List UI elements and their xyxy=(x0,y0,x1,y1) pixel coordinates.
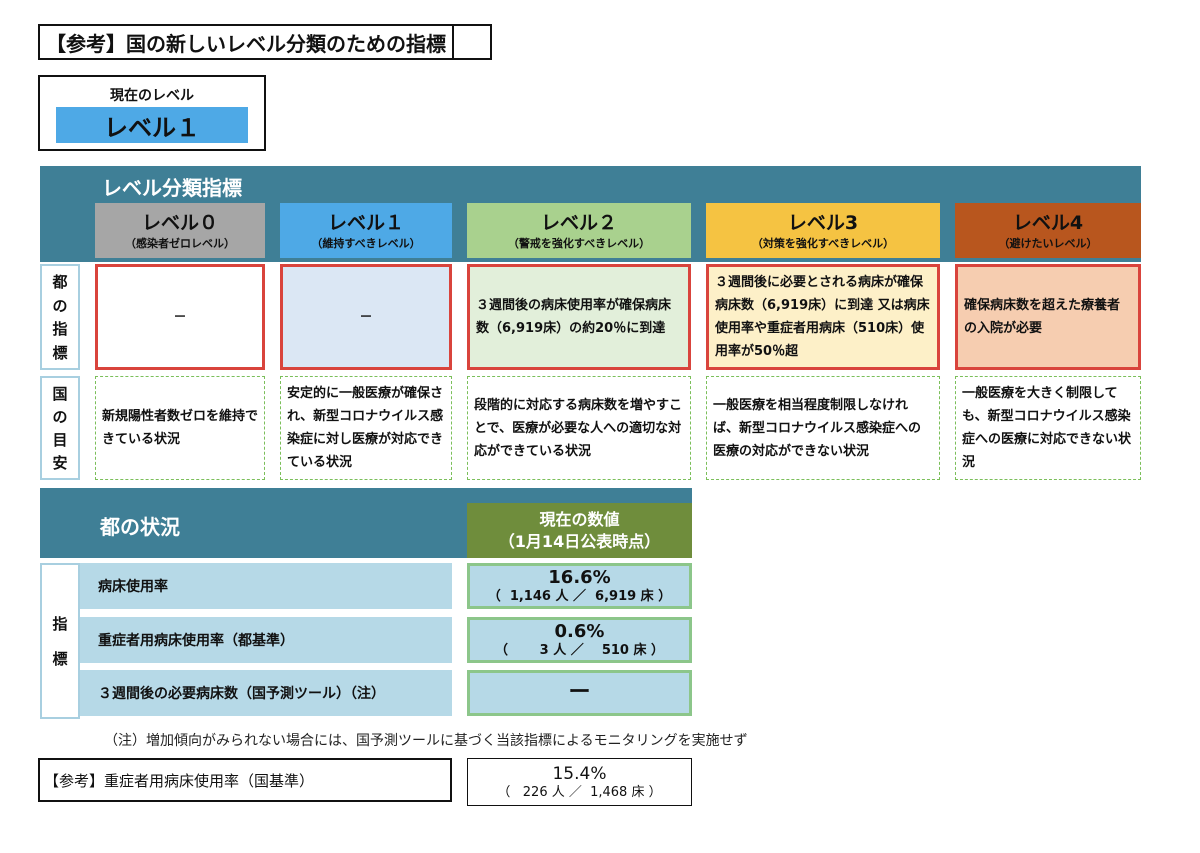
status-detail: （ 1,146 人 ／ 6,919 床 ） xyxy=(487,589,672,604)
status-value-cell-2: ー xyxy=(467,670,692,716)
current-value-header-line2: （1月14日公表時点） xyxy=(498,531,661,551)
status-value-cell-0: 16.6% （ 1,146 人 ／ 6,919 床 ） xyxy=(467,563,692,609)
current-level-value: レベル１ xyxy=(56,107,248,143)
status-row-label-2: ３週間後の必要病床数（国予測ツール）（注） xyxy=(40,670,452,716)
metro-label-char: 都 xyxy=(52,273,68,292)
national-guideline-text: 一般医療を相当程度制限しなければ、新型コロナウイルス感染症への医療の対応ができな… xyxy=(713,397,922,459)
national-label-char: 目 xyxy=(52,431,68,449)
level-subtitle: （警戒を強化すべきレベル） xyxy=(507,236,651,250)
classification-title: レベル分類指標 xyxy=(102,176,242,200)
metro-row-band xyxy=(40,258,1141,262)
status-detail: （ 3 人 ／ 510 床 ） xyxy=(494,643,665,658)
current-value-header-line1: 現在の数値 xyxy=(539,509,620,529)
metro-label-char: 指 xyxy=(52,320,68,339)
national-guideline-cell-4: 一般医療を大きく制限しても、新型コロナウイルス感染症への医療に対応できない状況 xyxy=(955,376,1141,480)
reference-value: 15.4% xyxy=(552,764,607,784)
metro-indicator-text: － xyxy=(173,309,187,325)
level-header-0: レベル０ （感染者ゼロレベル） xyxy=(95,203,265,258)
level-name: レベル１ xyxy=(327,211,404,234)
level-name: レベル3 xyxy=(787,211,859,234)
level-header-4: レベル4 （避けたいレベル） xyxy=(955,203,1141,258)
metro-indicator-cell-4: 確保病床数を超えた療養者の入院が必要 xyxy=(955,264,1141,370)
metro-indicator-text: ３週間後の病床使用率が確保病床数（6,919床）の約20％に到達 xyxy=(476,298,672,336)
status-title: 都の状況 xyxy=(100,515,180,539)
national-label-char: 安 xyxy=(52,454,68,472)
status-value: 16.6% xyxy=(548,567,611,588)
national-guideline-cell-0: 新規陽性者数ゼロを維持できている状況 xyxy=(95,376,265,480)
reference-detail: （ 226 人 ／ 1,468 床 ） xyxy=(497,785,662,800)
metro-label-char: の xyxy=(52,296,68,315)
metro-indicator-cell-2: ３週間後の病床使用率が確保病床数（6,919床）の約20％に到達 xyxy=(467,264,691,370)
national-guideline-cell-3: 一般医療を相当程度制限しなければ、新型コロナウイルス感染症への医療の対応ができな… xyxy=(706,376,940,480)
status-value: 0.6% xyxy=(554,621,605,642)
level-name: レベル２ xyxy=(540,211,617,234)
metro-indicator-text: 確保病床数を超えた療養者の入院が必要 xyxy=(964,298,1121,336)
metro-indicator-cell-3: ３週間後に必要とされる病床が確保病床数（6,919床）に到達 又は病床使用率や重… xyxy=(706,264,940,370)
title-divider xyxy=(452,26,454,58)
level-name: レベル０ xyxy=(141,211,218,234)
status-indicator-label-overlay: 指 標 xyxy=(40,563,80,719)
level-subtitle: （感染者ゼロレベル） xyxy=(125,236,235,250)
metro-indicator-label: 都 の 指 標 xyxy=(40,264,80,370)
national-guideline-label: 国 の 目 安 xyxy=(40,376,80,480)
level-header-1: レベル１ （維持すべきレベル） xyxy=(280,203,452,258)
level-header-3: レベル3 （対策を強化すべきレベル） xyxy=(706,203,940,258)
page-title-box: 【参考】国の新しいレベル分類のための指標 xyxy=(38,24,492,60)
reference-label-box: 【参考】重症者用病床使用率（国基準） xyxy=(38,758,452,802)
reference-label: 【参考】重症者用病床使用率（国基準） xyxy=(44,771,315,790)
level-header-2: レベル２ （警戒を強化すべきレベル） xyxy=(467,203,691,258)
status-value-cell-1: 0.6% （ 3 人 ／ 510 床 ） xyxy=(467,617,692,663)
level-subtitle: （対策を強化すべきレベル） xyxy=(751,236,895,250)
national-guideline-text: 一般医療を大きく制限しても、新型コロナウイルス感染症への医療に対応できない状況 xyxy=(962,386,1132,470)
metro-label-char: 標 xyxy=(52,343,68,362)
national-guideline-text: 安定的に一般医療が確保され、新型コロナウイルス感染症に対し医療が対応できている状… xyxy=(287,386,444,470)
status-row-label-1: 重症者用病床使用率（都基準） xyxy=(40,617,452,663)
current-value-header: 現在の数値 （1月14日公表時点） xyxy=(467,503,692,558)
current-level-label: 現在のレベル xyxy=(110,88,194,104)
status-label-char: 標 xyxy=(52,650,68,668)
level-subtitle: （避けたいレベル） xyxy=(998,236,1098,250)
current-level-box: 現在のレベル レベル１ xyxy=(38,75,266,151)
metro-indicator-cell-1: － xyxy=(280,264,452,370)
reference-value-box: 15.4% （ 226 人 ／ 1,468 床 ） xyxy=(467,758,692,806)
metro-indicator-text: － xyxy=(359,309,373,325)
national-label-char: の xyxy=(52,408,68,426)
status-value: ー xyxy=(568,680,591,705)
level-name: レベル4 xyxy=(1012,211,1084,234)
national-guideline-cell-2: 段階的に対応する病床数を増やすことで、医療が必要な人への適切な対応ができている状… xyxy=(467,376,691,480)
national-label-char: 国 xyxy=(52,385,68,403)
status-label-char: 指 xyxy=(52,615,68,633)
metro-indicator-text: ３週間後に必要とされる病床が確保病床数（6,919床）に到達 又は病床使用率や重… xyxy=(715,275,930,359)
page-title: 【参考】国の新しいレベル分類のための指標 xyxy=(46,31,446,56)
footnote: （注）増加傾向がみられない場合には、国予測ツールに基づく当該指標によるモニタリン… xyxy=(104,733,748,749)
metro-indicator-cell-0: － xyxy=(95,264,265,370)
national-guideline-cell-1: 安定的に一般医療が確保され、新型コロナウイルス感染症に対し医療が対応できている状… xyxy=(280,376,452,480)
national-guideline-text: 新規陽性者数ゼロを維持できている状況 xyxy=(102,409,259,447)
status-row-label-0: 病床使用率 xyxy=(40,563,452,609)
level-subtitle: （維持すべきレベル） xyxy=(311,236,421,250)
national-guideline-text: 段階的に対応する病床数を増やすことで、医療が必要な人への適切な対応ができている状… xyxy=(474,397,683,459)
